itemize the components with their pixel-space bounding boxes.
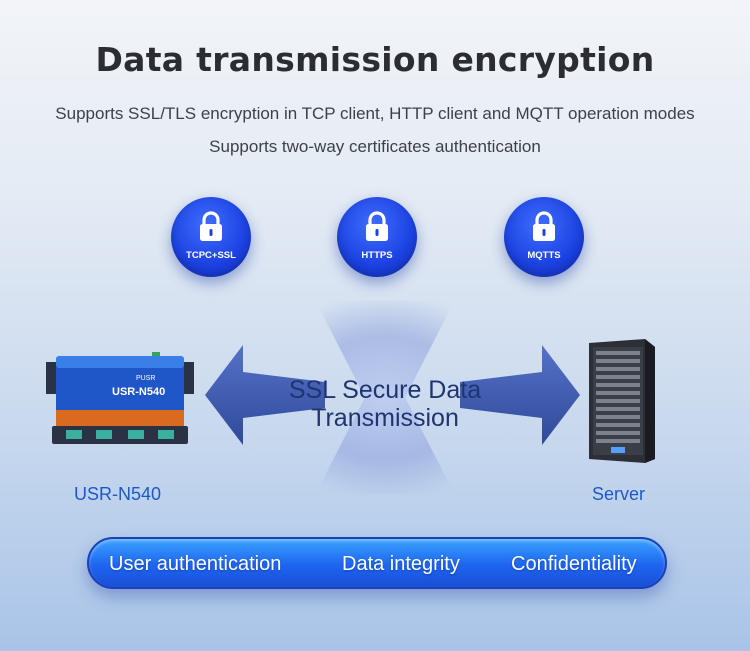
double-arrow-icon xyxy=(205,345,580,445)
badge-label: TCPC+SSL xyxy=(186,250,236,261)
badge-mqtts: MQTTS xyxy=(504,197,584,277)
server-rack-icon xyxy=(589,339,655,463)
device-model: USR-N540 xyxy=(112,386,165,398)
feature-user-authentication: User authentication xyxy=(109,553,282,575)
feature-confidentiality: Confidentiality xyxy=(511,553,637,575)
secure-transmission-label: SSL Secure Data Transmission xyxy=(288,376,482,432)
lock-icon xyxy=(533,211,555,241)
badge-tcpc-ssl: TCPC+SSL xyxy=(171,197,251,277)
subtitle-certificates: Supports two-way certificates authentica… xyxy=(209,137,541,156)
badge-https: HTTPS xyxy=(337,197,417,277)
device-brand: PUSR xyxy=(136,375,155,382)
badge-label: MQTTS xyxy=(527,250,561,261)
lock-icon xyxy=(366,211,388,241)
page-title: Data transmission encryption xyxy=(95,40,655,79)
device-caption: USR-N540 xyxy=(74,484,162,504)
subtitle-modes: Supports SSL/TLS encryption in TCP clien… xyxy=(55,104,695,123)
serial-device-server-icon: PUSR USR-N540 xyxy=(46,352,194,444)
lock-icon xyxy=(200,211,222,241)
features-bar: User authentication Data integrity Confi… xyxy=(87,537,667,589)
feature-data-integrity: Data integrity xyxy=(342,553,460,575)
badge-label: HTTPS xyxy=(361,250,393,261)
server-caption: Server xyxy=(592,484,646,504)
